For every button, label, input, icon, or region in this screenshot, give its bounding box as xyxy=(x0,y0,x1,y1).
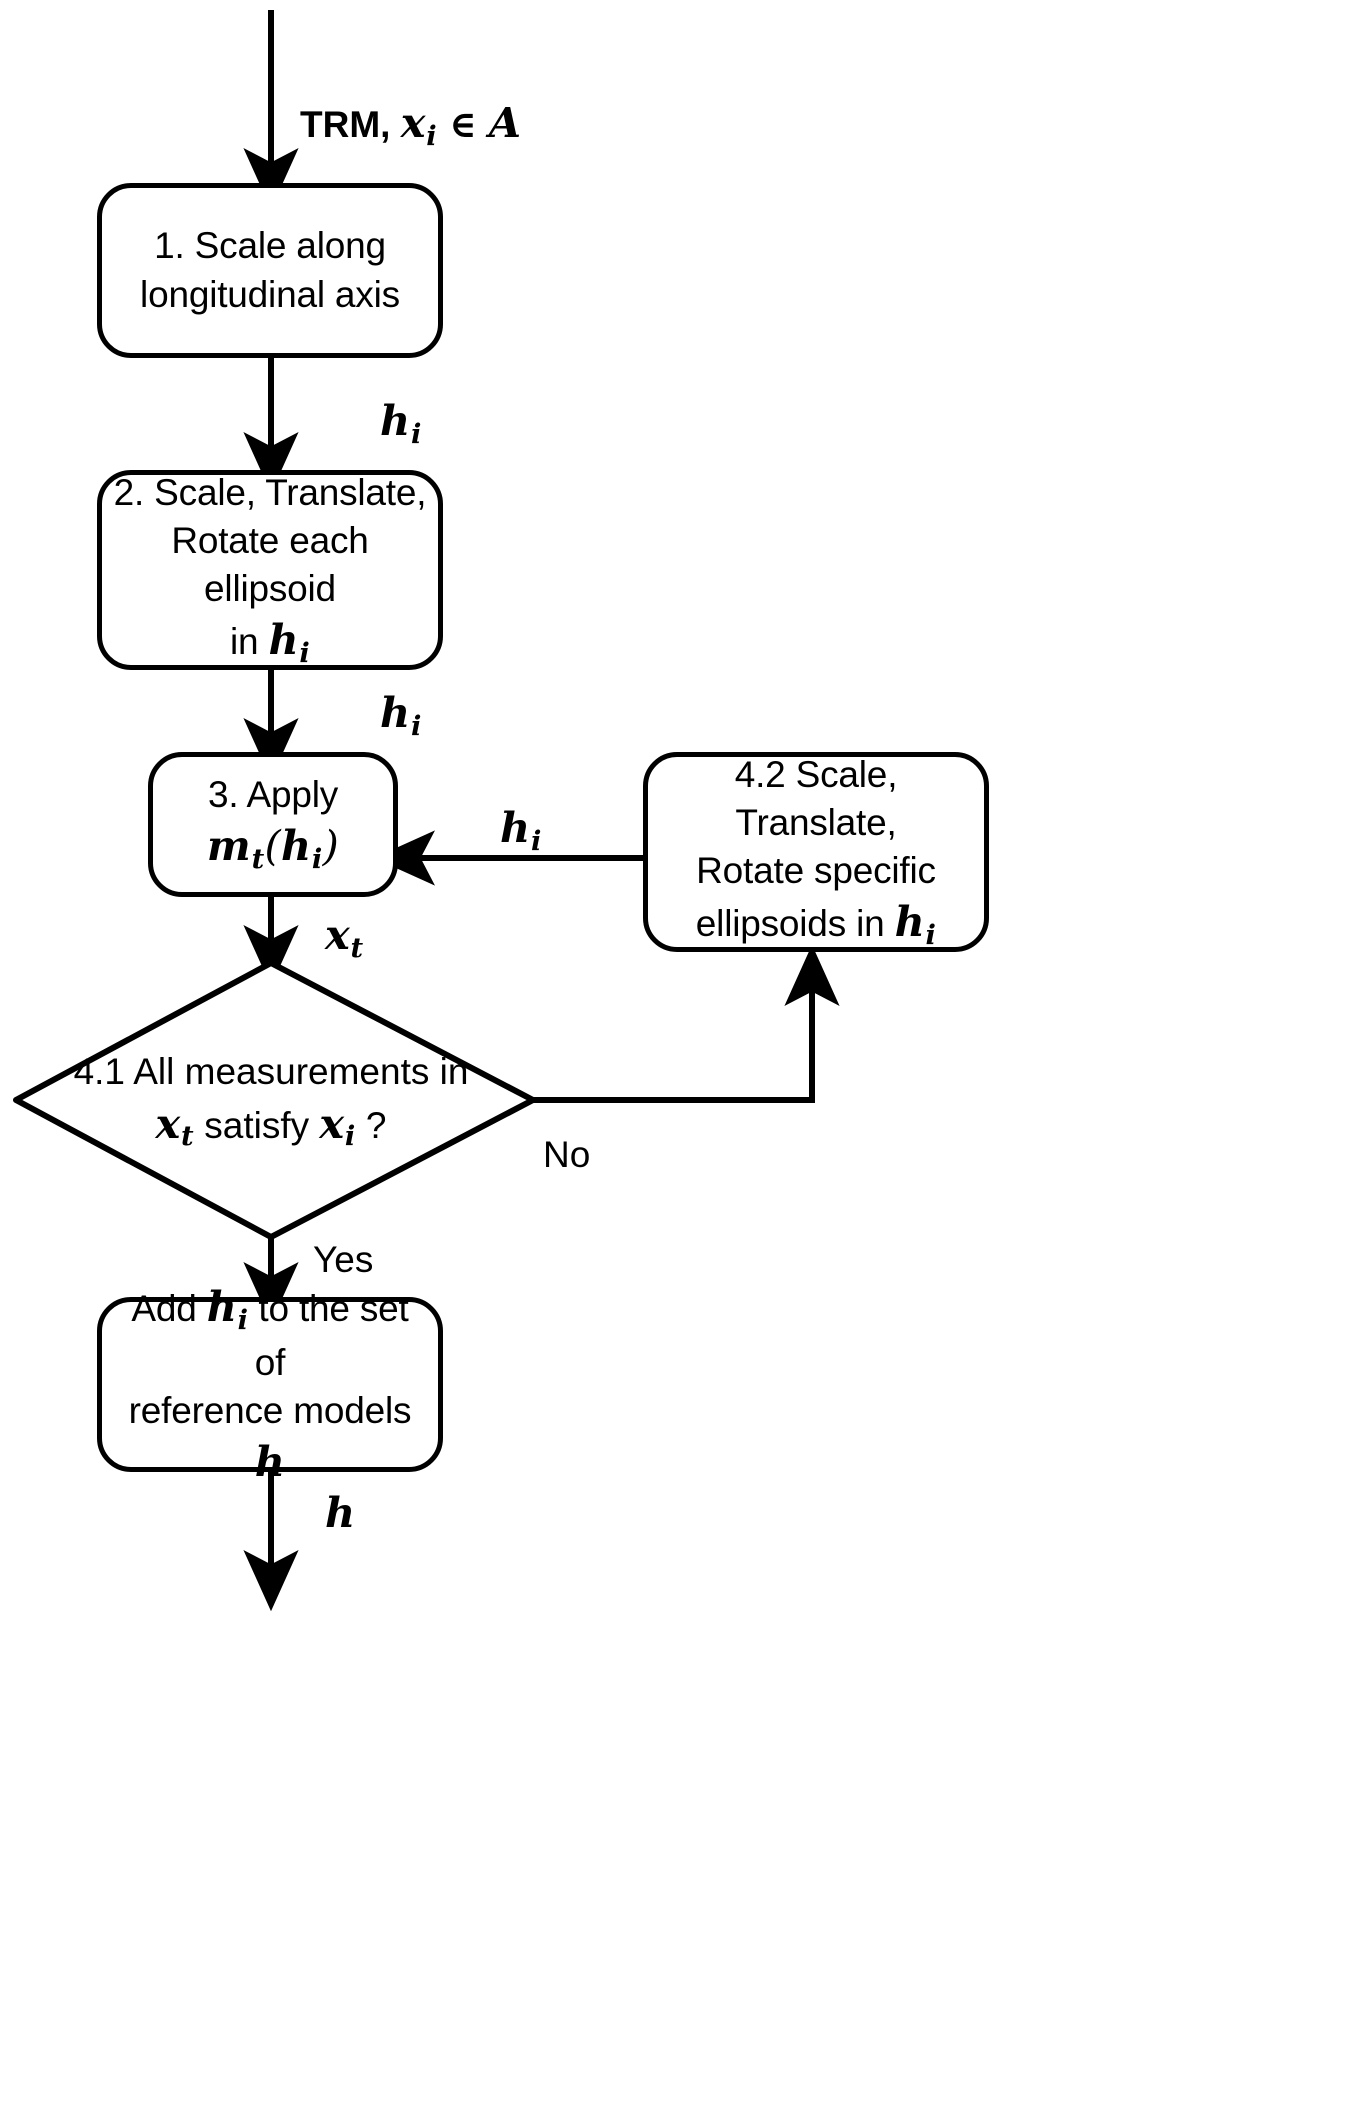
step42-line3-prefix: ellipsoids in xyxy=(695,903,885,945)
label-hi-after-step1: hi xyxy=(380,396,422,450)
node-step3-text: 3. Apply mt(hi) xyxy=(197,771,349,877)
decision41-line1: 4.1 All measurements in xyxy=(73,1050,469,1092)
decision41-mid: satisfy xyxy=(204,1104,310,1146)
label-branch-no: No xyxy=(543,1134,591,1175)
step2-line3-var: hi xyxy=(268,615,311,669)
step2-line1: 2. Scale, Translate, xyxy=(113,471,427,513)
node-step1[interactable]: 1. Scale along longitudinal axis xyxy=(97,183,443,358)
step5-line1-suffix: to the set of xyxy=(254,1288,409,1383)
label-input-membership-icon: ∈ xyxy=(449,102,477,146)
step42-line2: Rotate specific xyxy=(696,849,936,891)
step3-line1: 3. Apply xyxy=(207,774,339,816)
step5-line2-prefix: reference models xyxy=(128,1389,412,1431)
step5-line1-prefix: Add xyxy=(131,1288,197,1330)
node-step42[interactable]: 4.2 Scale, Translate, Rotate specific el… xyxy=(643,752,989,952)
node-step5-text: Add hi to the set of reference models h xyxy=(102,1280,438,1488)
label-output-h: h xyxy=(325,1488,356,1537)
label-hi-after-step2: hi xyxy=(380,688,422,742)
node-step42-text: 4.2 Scale, Translate, Rotate specific el… xyxy=(648,751,984,953)
step5-line2-var: h xyxy=(254,1436,286,1486)
label-input-trm: TRM, xi ∈ A xyxy=(300,100,521,151)
step42-line1: 4.2 Scale, Translate, xyxy=(734,753,898,843)
step2-line2: Rotate each ellipsoid xyxy=(171,519,369,609)
step2-line3-prefix: in xyxy=(229,621,259,663)
step42-line3-var: hi xyxy=(894,897,937,951)
node-decision41-text: 4.1 All measurements in xt satisfy xi ? xyxy=(74,1048,469,1155)
step3-formula: mt(hi) xyxy=(206,821,340,876)
decision41-var-xi: xi xyxy=(319,1098,356,1153)
step5-line1-var: hi xyxy=(206,1282,249,1337)
node-decision41[interactable]: 4.1 All measurements in xt satisfy xi ? xyxy=(30,1036,512,1166)
label-input-set: A xyxy=(488,98,522,147)
label-branch-yes: Yes xyxy=(313,1239,374,1280)
node-step5[interactable]: Add hi to the set of reference models h xyxy=(97,1282,443,1486)
node-step2-text: 2. Scale, Translate, Rotate each ellipso… xyxy=(102,469,438,671)
edge-decision-no-to-step42 xyxy=(533,944,840,1103)
decision41-question: ? xyxy=(365,1104,387,1146)
node-step3[interactable]: 3. Apply mt(hi) xyxy=(148,752,398,897)
label-input-var-x: xi xyxy=(400,98,437,152)
node-step2[interactable]: 2. Scale, Translate, Rotate each ellipso… xyxy=(97,470,443,670)
decision41-var-xt: xt xyxy=(155,1098,194,1153)
node-step1-text: 1. Scale along longitudinal axis xyxy=(130,222,410,318)
label-hi-feedback: hi xyxy=(500,803,542,857)
step1-line2: longitudinal axis xyxy=(140,273,400,315)
label-xt-after-step3: xt xyxy=(325,910,364,964)
step1-line1: 1. Scale along xyxy=(154,225,386,267)
label-input-prefix: TRM, xyxy=(300,104,391,145)
